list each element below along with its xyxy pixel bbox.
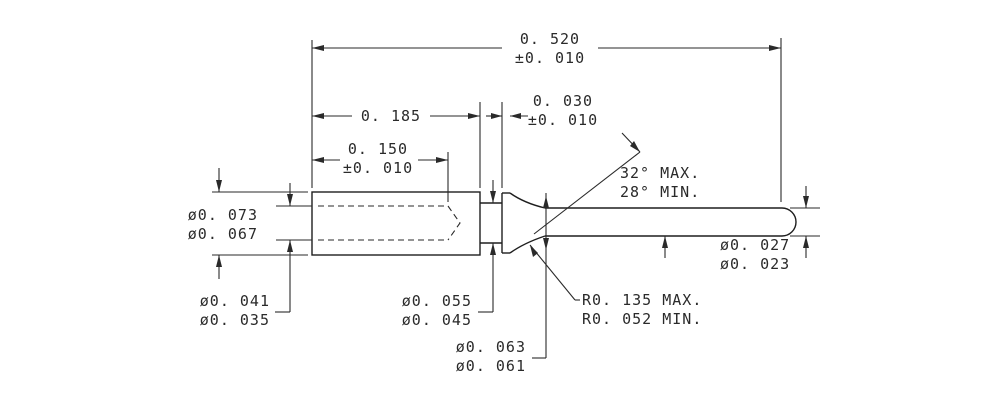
bore-hidden-lines — [318, 205, 461, 241]
flange-thickness-value: 0. 030 — [533, 92, 593, 110]
body-diameter-min: ø0. 067 — [188, 225, 258, 243]
angle-min: 28° MIN. — [620, 183, 700, 201]
flange-diameter-max: ø0. 063 — [456, 338, 526, 356]
bore-depth-tolerance: ±0. 010 — [343, 159, 413, 177]
flange-outline — [501, 192, 546, 254]
part-outline — [311, 191, 797, 256]
dim-body-diameter: ø0. 073 ø0. 067 — [188, 168, 308, 279]
radius-min: R0. 052 MIN. — [582, 310, 702, 328]
neck-diameter-min: ø0. 045 — [402, 311, 472, 329]
radius-max: R0. 135 MAX. — [582, 291, 702, 309]
angle-max: 32° MAX. — [620, 164, 700, 182]
body-outline — [311, 191, 481, 256]
overall-length-value: 0. 520 — [520, 30, 580, 48]
neck-diameter-max: ø0. 055 — [402, 292, 472, 310]
body-length-value: 0. 185 — [361, 107, 421, 125]
dim-bore-depth: 0. 150 ±0. 010 — [312, 140, 449, 202]
dim-bore-diameter: ø0. 041 ø0. 035 — [200, 183, 312, 329]
pin-outline — [545, 207, 797, 237]
bore-diameter-min: ø0. 035 — [200, 311, 270, 329]
dim-overall-length: 0. 520 ±0. 010 — [311, 30, 782, 202]
pin-diameter-max: ø0. 027 — [720, 236, 790, 254]
dim-flange-diameter: ø0. 063 ø0. 061 — [456, 193, 549, 375]
flange-thickness-tolerance: ±0. 010 — [528, 111, 598, 129]
bore-diameter-max: ø0. 041 — [200, 292, 270, 310]
neck-outline — [480, 202, 502, 244]
overall-length-tolerance: ±0. 010 — [515, 49, 585, 67]
dim-neck-diameter: ø0. 055 ø0. 045 — [402, 180, 496, 329]
dim-radius: R0. 135 MAX. R0. 052 MIN. — [529, 244, 702, 328]
bore-depth-value: 0. 150 — [348, 140, 408, 158]
body-diameter-max: ø0. 073 — [188, 206, 258, 224]
dim-body-length: 0. 185 — [312, 102, 481, 188]
dim-pin-diameter: ø0. 027 ø0. 023 — [662, 186, 820, 273]
dim-angle: 32° MAX. 28° MIN. — [533, 132, 700, 235]
dim-flange-thickness: 0. 030 ±0. 010 — [486, 92, 598, 188]
pin-diameter-min: ø0. 023 — [720, 255, 790, 273]
flange-diameter-min: ø0. 061 — [456, 357, 526, 375]
